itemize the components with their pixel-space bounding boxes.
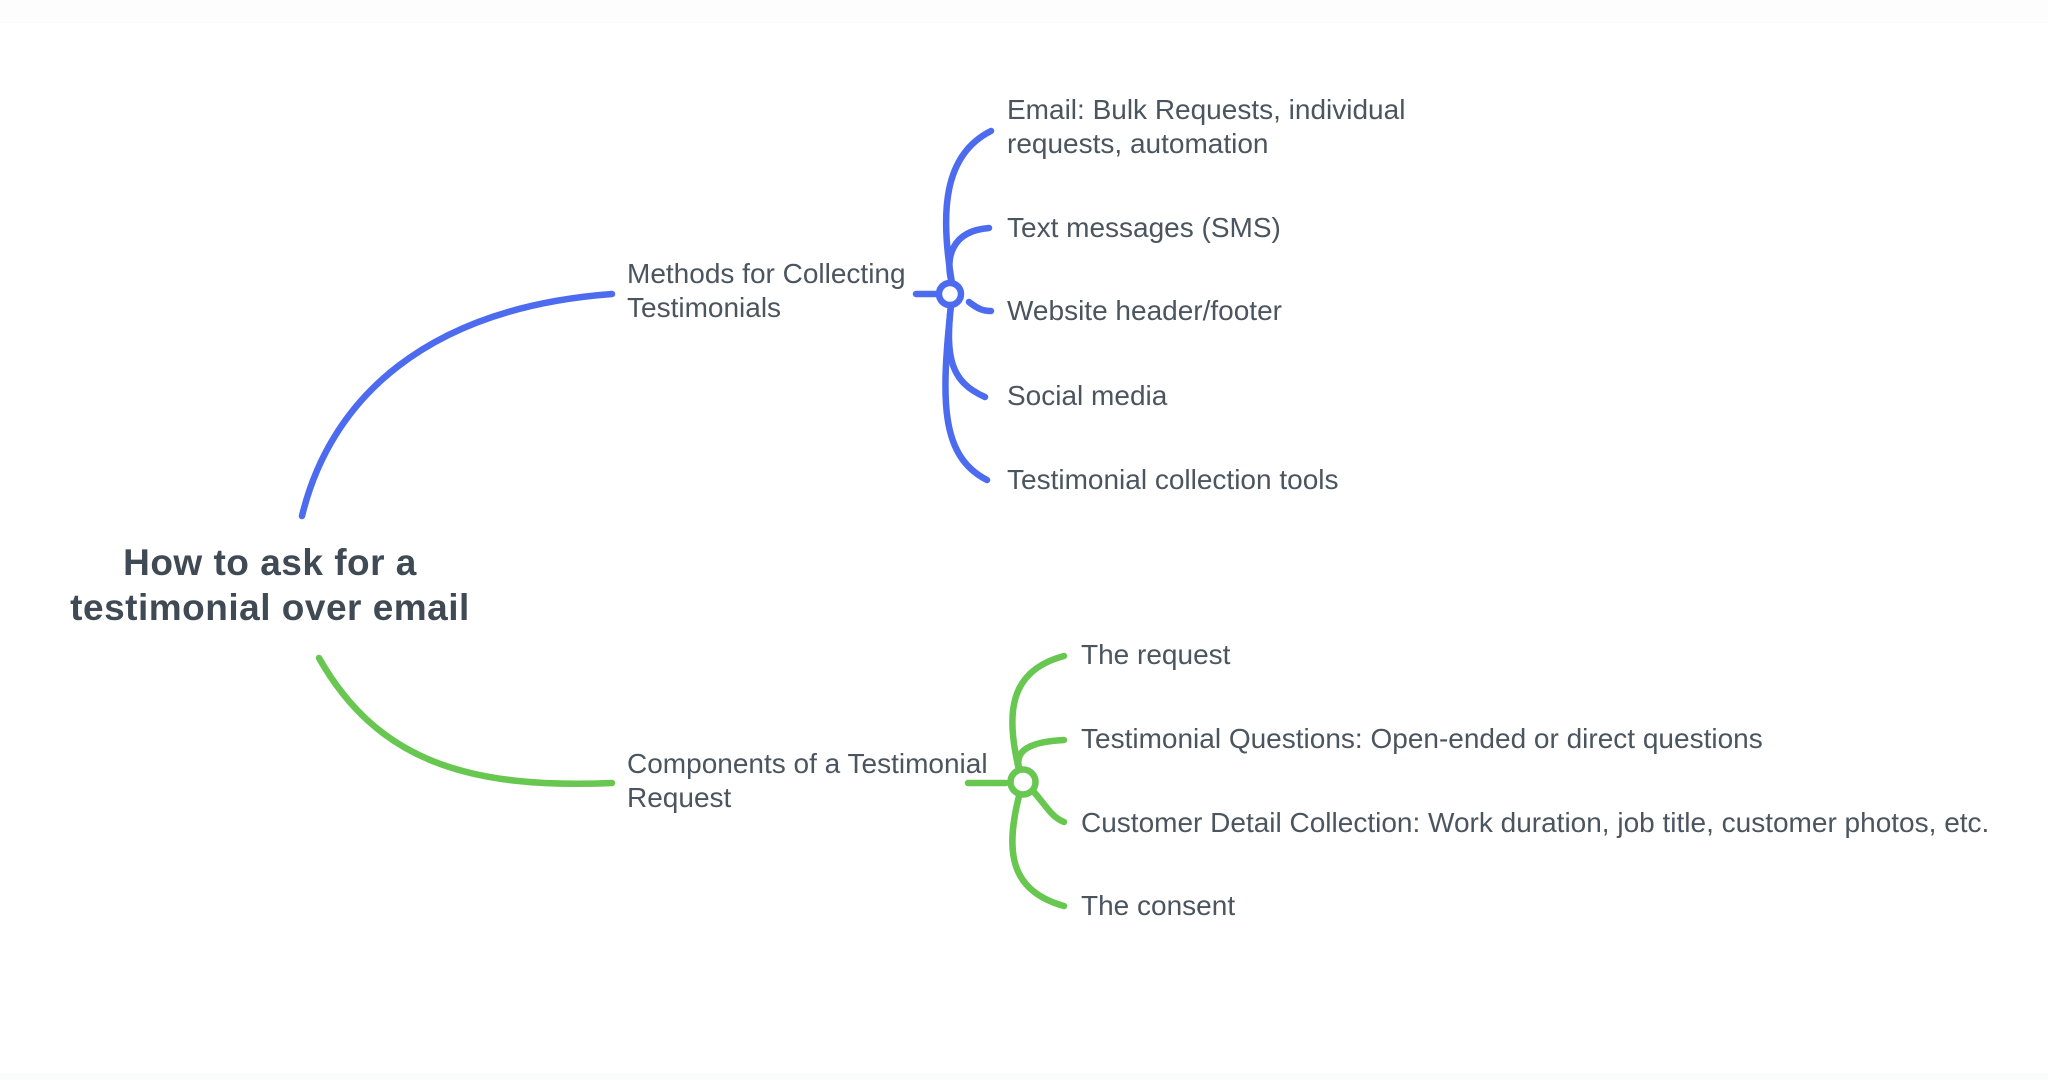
- child-node-collection-tools[interactable]: Testimonial collection tools: [1007, 464, 1339, 495]
- child-node-website-header-footer[interactable]: Website header/footer: [1007, 295, 1282, 326]
- edge-root-to-methods: [298, 290, 616, 520]
- child-node-the-request[interactable]: The request: [1081, 639, 1231, 670]
- root-node[interactable]: How to ask for a testimonial over email: [70, 542, 470, 628]
- methods-collapse-toggle[interactable]: [935, 279, 965, 309]
- child-node-email[interactable]: Email: Bulk Requests, individual request…: [1007, 94, 1406, 159]
- child-node-text-messages[interactable]: Text messages (SMS): [1007, 212, 1281, 243]
- window-bottom-edge: [0, 1073, 2048, 1080]
- child-node-testimonial-questions[interactable]: Testimonial Questions: Open-ended or dir…: [1081, 723, 1763, 754]
- edge-components-child-questions: [1015, 736, 1068, 775]
- child-node-customer-detail-collection[interactable]: Customer Detail Collection: Work duratio…: [1081, 807, 1990, 838]
- child-node-the-consent[interactable]: The consent: [1081, 890, 1236, 921]
- edge-methods-child-social: [945, 301, 989, 401]
- child-node-social-media[interactable]: Social media: [1007, 380, 1168, 411]
- window-top-edge: [0, 0, 2048, 23]
- edge-methods-child-website: [965, 298, 995, 315]
- components-collapse-toggle[interactable]: [1007, 766, 1039, 798]
- edge-components-child-request: [1009, 652, 1068, 774]
- edge-root-to-components: [315, 654, 616, 787]
- branch-node-components[interactable]: Components of a Testimonial Request: [627, 748, 988, 813]
- edge-methods-child-sms: [946, 224, 993, 288]
- edge-components-child-consent: [1009, 792, 1068, 910]
- edge-components-child-details: [1029, 787, 1068, 826]
- edge-methods-child-tools: [942, 301, 991, 484]
- branch-node-methods[interactable]: Methods for Collecting Testimonials: [627, 258, 906, 323]
